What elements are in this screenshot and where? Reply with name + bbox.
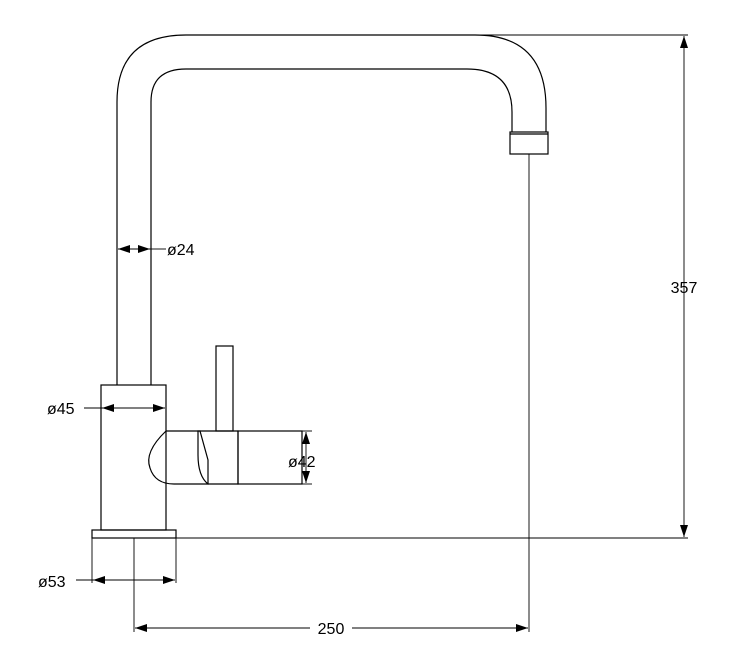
dimension-height-label: 357 [671,280,698,297]
dimension-base: ø53 [38,574,175,591]
dimension-spout-tube: ø24 [118,242,195,259]
dimension-handle-label: ø42 [288,454,316,471]
faucet-outline [91,34,549,539]
dimension-height: 357 [671,36,698,537]
dimension-spout-tube-label: ø24 [167,242,195,259]
spout-inner-line [150,68,513,385]
dimension-reach: 250 [135,618,528,638]
faucet-body [100,384,167,531]
dimension-reach-label-gap [310,618,352,638]
handle-lever [215,345,234,432]
spout-outer-line [116,34,547,385]
dimension-base-label: ø53 [38,574,66,591]
base-plate [91,529,177,539]
aerator [509,131,549,155]
dimension-body-label: ø45 [47,401,75,418]
handle-knob [197,430,239,485]
dimension-handle: ø42 [288,432,316,483]
handle-cartridge [148,430,209,485]
dimension-reach-label: 250 [318,621,345,638]
extension-lines [91,34,688,632]
dimension-body: ø45 [47,401,165,418]
